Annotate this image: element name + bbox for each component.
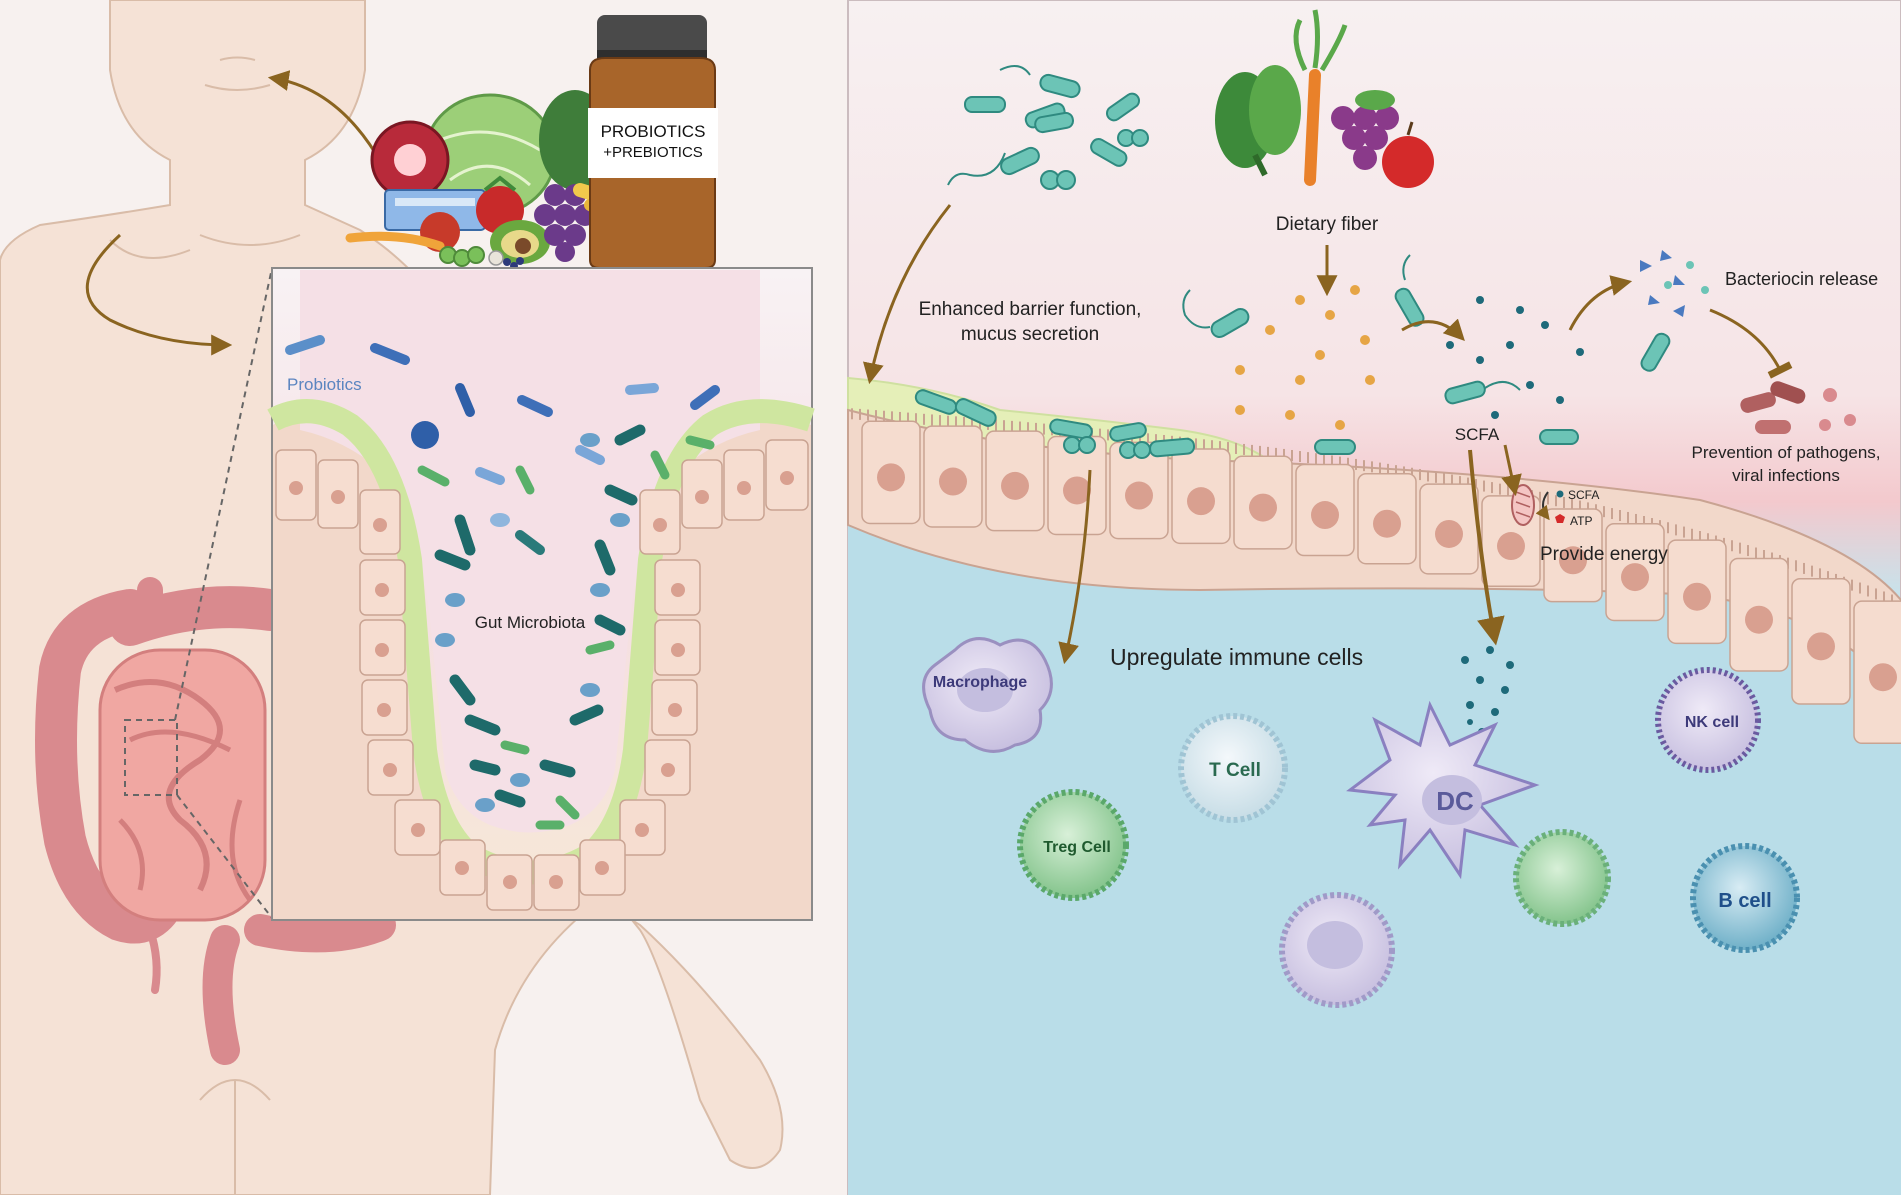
prevention-label-line2: viral infections xyxy=(1732,466,1840,485)
cell-nucleus xyxy=(1125,481,1153,510)
b-cell-label: B cell xyxy=(1718,890,1771,912)
prevention-label-line1: Prevention of pathogens, xyxy=(1691,443,1880,462)
pathogens xyxy=(1740,381,1856,434)
legend-atp: ATP xyxy=(1570,514,1592,528)
cell-nucleus xyxy=(1559,546,1587,575)
cell-nucleus xyxy=(1311,501,1339,530)
arrow-to-bacteriocin xyxy=(1568,275,1633,331)
inset-panel: Probiotics Gut Microbiota xyxy=(267,267,815,921)
energy-cycle-arrow xyxy=(1535,491,1550,521)
lamina-propria xyxy=(848,525,1901,1195)
cell-nucleus xyxy=(1249,493,1277,522)
t-cell-label: T Cell xyxy=(1209,760,1261,781)
cell-nucleus xyxy=(1807,632,1835,661)
dendritic-cell: DC xyxy=(1346,700,1540,880)
green-immune-cell xyxy=(1513,829,1611,927)
arrow-to-gut xyxy=(85,233,233,356)
dietary-fiber-label: Dietary fiber xyxy=(1276,214,1379,235)
cell-nucleus xyxy=(1187,487,1215,516)
zoom-region xyxy=(124,719,178,796)
bottle-label-line1: PROBIOTICS xyxy=(601,122,706,141)
b-cell: B cell xyxy=(1690,843,1800,953)
cell-nucleus xyxy=(1435,519,1463,548)
cell-nucleus xyxy=(1869,663,1897,692)
upregulate-label: Upregulate immune cells xyxy=(1110,644,1363,670)
intestines xyxy=(35,577,396,1065)
purple-immune-cell xyxy=(1279,892,1395,1008)
t-cell: T Cell xyxy=(1178,713,1288,823)
gut-microbiota-label: Gut Microbiota xyxy=(475,613,586,632)
nk-cell: NK cell xyxy=(1655,667,1761,773)
arrow-scfa-to-cell xyxy=(1501,444,1522,497)
cell-nucleus xyxy=(1497,532,1525,561)
crypt-lumen xyxy=(300,270,760,833)
cell-nucleus xyxy=(877,463,905,492)
arrow-bacteria-to-scfa xyxy=(1401,318,1465,342)
barrier-label-line1: Enhanced barrier function, xyxy=(919,299,1142,320)
supplement-bottle: PROBIOTICS +PREBIOTICS xyxy=(588,15,718,269)
treg-cell: Treg Cell xyxy=(1017,789,1129,901)
luminal-bacteria xyxy=(964,73,1671,455)
inhibit-pathogens xyxy=(1709,308,1793,379)
arrow-scfa-to-immune xyxy=(1468,449,1505,646)
cell-nucleus xyxy=(1001,471,1029,500)
barrier-label-line2: mucus secretion xyxy=(961,324,1099,345)
nk-cell-label: NK cell xyxy=(1685,714,1739,731)
probiotics-label: Probiotics xyxy=(287,375,362,394)
arrow-to-immune xyxy=(1058,469,1092,665)
cell-nucleus xyxy=(1621,563,1649,592)
adherent-bacteria xyxy=(914,389,1196,459)
right-panel: Dietary fiber xyxy=(847,0,1901,1195)
bacteriocin-molecules xyxy=(1640,250,1709,317)
scfa-label: SCFA xyxy=(1455,425,1500,444)
bottle-label-line2: +PREBIOTICS xyxy=(603,144,703,161)
bacteriocin-label: Bacteriocin release xyxy=(1725,269,1878,289)
cell-nucleus xyxy=(939,467,967,496)
cell-nucleus xyxy=(1683,582,1711,611)
macrophage-label: Macrophage xyxy=(933,674,1027,691)
provide-energy-label: Provide energy xyxy=(1540,544,1668,565)
macrophage-cell: Macrophage xyxy=(922,637,1053,753)
dc-label: DC xyxy=(1436,786,1474,816)
treg-cell-label: Treg Cell xyxy=(1043,839,1111,856)
arrow-bacteria-to-barrier xyxy=(863,204,952,385)
inset-bacteria xyxy=(285,335,720,830)
cell-nucleus xyxy=(1373,509,1401,538)
dietary-fiber-foods xyxy=(1215,9,1434,188)
cell-nucleus xyxy=(1745,605,1773,634)
legend-scfa: SCFA xyxy=(1568,488,1599,502)
epithelial-cells xyxy=(861,420,1901,745)
cell-nucleus xyxy=(1063,476,1091,505)
